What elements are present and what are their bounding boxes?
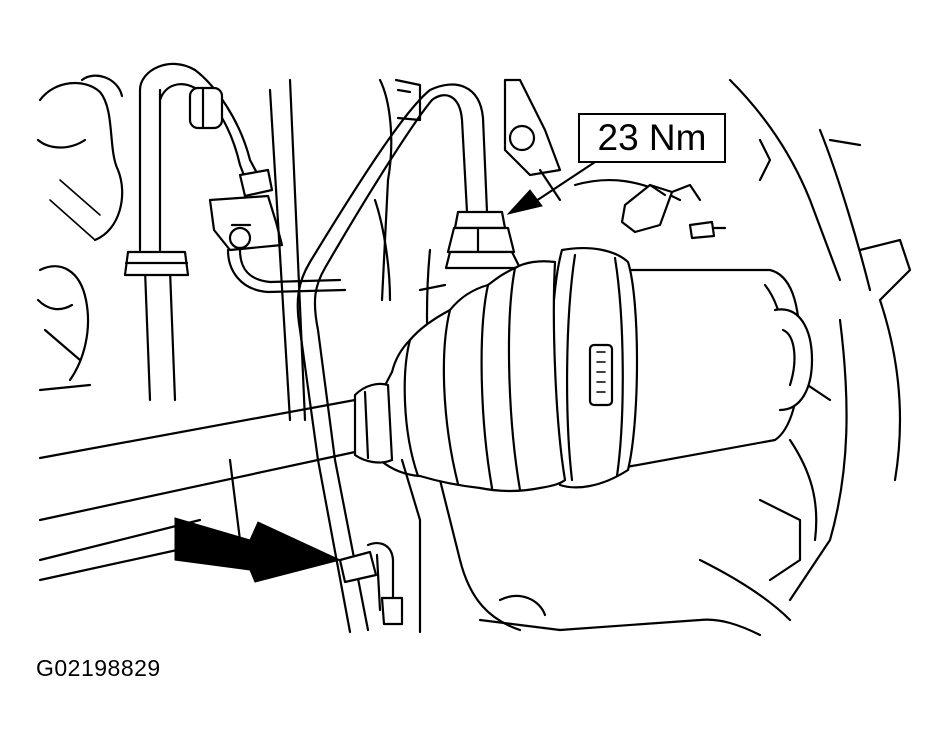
brake-line-bracket — [208, 194, 347, 294]
cv-joint-housing — [608, 268, 814, 472]
torque-callout-arrow-icon — [506, 160, 597, 215]
figure-id: G02198829 — [36, 655, 161, 681]
boot-clamp-outer — [550, 247, 639, 489]
right-structure — [478, 78, 912, 637]
stabilizer-link — [123, 62, 197, 402]
main-brake-tube — [296, 83, 489, 634]
location-arrow-icon — [174, 517, 342, 583]
tube-fitting-nut — [444, 210, 522, 270]
cv-boot-bellows — [376, 260, 567, 493]
left-frame-structure — [36, 74, 124, 392]
drive-axle-shaft — [38, 382, 394, 522]
sensor-connector — [620, 183, 727, 240]
upper-brake-line — [188, 68, 274, 198]
torque-callout-label: 23 Nm — [578, 113, 726, 163]
brake-line-clip — [338, 542, 404, 626]
frame-strut — [268, 78, 422, 422]
